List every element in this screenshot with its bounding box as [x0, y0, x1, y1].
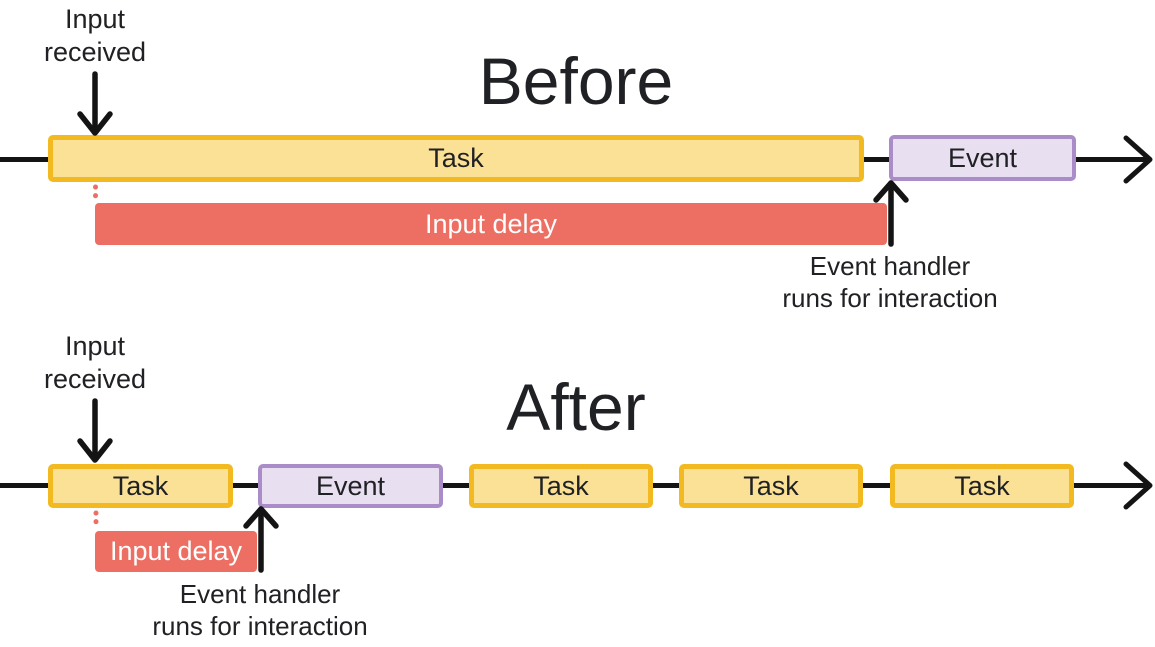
after-task-label-4: Task: [954, 470, 1010, 501]
after-timeline-arrowhead-icon: [1123, 461, 1153, 510]
before-title: Before: [478, 44, 674, 118]
before-event-handler-line2: runs for interaction: [782, 283, 998, 313]
before-event-bar: Event: [889, 135, 1076, 181]
after-task-label-1: Task: [112, 470, 169, 501]
before-event-handler-line1: Event handler: [809, 251, 971, 281]
before-input-delay-bar: Input delay: [95, 203, 887, 245]
after-event-handler-line2: runs for interaction: [152, 611, 368, 641]
before-input-received-line2: received: [43, 37, 147, 67]
after-task-bar-2: Task: [469, 464, 653, 508]
after-task-label-3: Task: [743, 470, 799, 501]
after-input-delay-label: Input delay: [109, 536, 243, 566]
after-title: After: [506, 370, 646, 444]
before-event-label: Event: [947, 142, 1018, 173]
before-input-received-line1: Input: [64, 4, 126, 34]
after-event-handler-label: Event handler runs for interaction: [152, 578, 367, 642]
before-event-handler-label: Event handler runs for interaction: [782, 250, 997, 314]
after-task-bar-3: Task: [679, 464, 863, 508]
after-task-label-2: Task: [533, 470, 589, 501]
after-input-delay-bar: Input delay: [95, 531, 257, 572]
before-timeline-arrowhead-icon: [1123, 135, 1153, 184]
after-task-bar-4: Task: [890, 464, 1074, 508]
before-task-bar: Task: [48, 135, 864, 182]
after-event-handler-line1: Event handler: [179, 579, 341, 609]
before-input-delay-label: Input delay: [424, 208, 558, 239]
after-input-received-label: Input received: [25, 330, 165, 396]
before-task-label: Task: [428, 143, 484, 173]
after-event-label: Event: [315, 470, 386, 501]
after-input-arrow-icon: [77, 398, 113, 463]
after-task-bar-1: Task: [48, 464, 233, 508]
after-input-received-line1: Input: [64, 331, 126, 361]
before-input-received-label: Input received: [25, 3, 165, 69]
after-event-bar: Event: [258, 464, 443, 508]
before-input-arrow-icon: [77, 71, 113, 136]
after-input-received-line2: received: [43, 364, 147, 394]
